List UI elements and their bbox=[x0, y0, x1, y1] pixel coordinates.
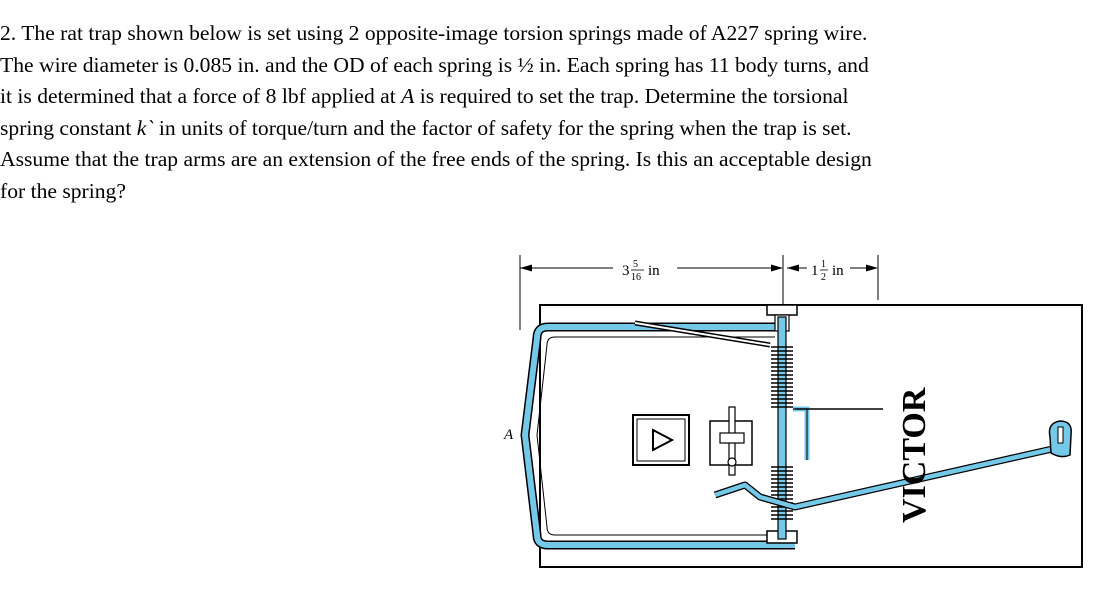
rat-trap-drawing: 3 5 16 in 1 1 2 in A bbox=[503, 255, 1083, 568]
dim-right-num: 1 bbox=[821, 259, 826, 270]
trigger-pedal bbox=[632, 414, 690, 466]
spring-constant-variable: k` bbox=[136, 115, 154, 140]
problem-line-6: for the spring? bbox=[0, 178, 126, 203]
dim-right-den: 2 bbox=[821, 272, 826, 283]
problem-line-2: The wire diameter is 0.085 in. and the O… bbox=[0, 52, 869, 77]
arrowhead-right-left bbox=[787, 264, 799, 272]
point-a-label: A bbox=[503, 427, 514, 443]
problem-line-5: Assume that the trap arms are an extensi… bbox=[0, 147, 872, 171]
problem-statement: 2. The rat trap shown below is set using… bbox=[0, 18, 1090, 207]
rat-trap-figure: 3 5 16 in 1 1 2 in A bbox=[495, 245, 1085, 575]
point-a-variable: A bbox=[401, 84, 415, 108]
dimension-left bbox=[519, 255, 784, 330]
problem-line-1: 2. The rat trap shown below is set using… bbox=[0, 21, 868, 45]
dim-right-unit: in bbox=[832, 263, 844, 279]
arrowhead-left bbox=[520, 264, 532, 272]
problem-line-3: it is determined that a force of 8 lbf a… bbox=[0, 84, 849, 108]
brand-label: VICTOR bbox=[896, 387, 933, 523]
trap-axle bbox=[777, 316, 787, 540]
problem-line-4: spring constant k` in units of torque/tu… bbox=[0, 115, 852, 140]
dim-left-den: 16 bbox=[631, 272, 641, 283]
torsion-spring-lower bbox=[771, 466, 793, 520]
dim-left-unit: in bbox=[648, 263, 660, 279]
trap-base bbox=[539, 304, 1083, 568]
torsion-spring-upper bbox=[771, 346, 793, 408]
arrowhead-right-right bbox=[866, 264, 878, 272]
dim-left-whole: 3 bbox=[622, 263, 630, 279]
arrowhead-mid-right bbox=[771, 264, 783, 272]
dim-left-num: 5 bbox=[633, 259, 638, 270]
dim-right-whole: 1 bbox=[811, 263, 819, 279]
